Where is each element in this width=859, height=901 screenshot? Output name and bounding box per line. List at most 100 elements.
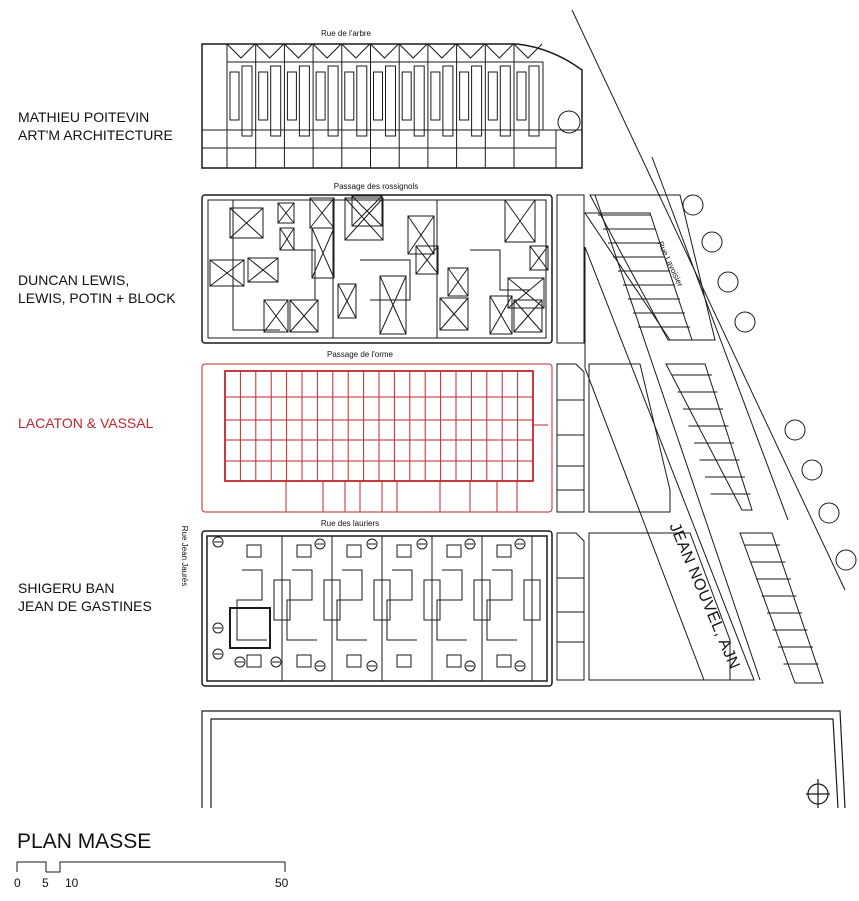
- bay-roof: [255, 43, 285, 59]
- bay-room: [430, 71, 441, 121]
- tree-icon: [701, 231, 723, 253]
- unit-room: [296, 544, 312, 558]
- unit-cross: [289, 299, 319, 333]
- unit-box: [277, 202, 295, 224]
- street-rue-jean-jaures: Rue Jean Jaurès: [180, 526, 189, 586]
- unit-room: [446, 544, 462, 558]
- bay-room: [373, 71, 383, 121]
- tree-icon: [212, 536, 224, 548]
- unit-cross: [209, 259, 245, 287]
- unit-cross: [247, 257, 279, 283]
- tree-icon: [366, 660, 378, 672]
- bay-room: [315, 71, 326, 121]
- street-passage-des-rossignols: Passage des rossignols: [334, 182, 419, 191]
- bay-room: [487, 71, 498, 121]
- bay-room: [270, 65, 282, 137]
- unit-cross: [344, 197, 384, 241]
- unit-cross: [279, 227, 295, 251]
- north-arrow-icon: [806, 779, 830, 808]
- tree-icon: [416, 538, 428, 550]
- unit-room: [246, 654, 262, 668]
- unit-room: [346, 544, 362, 558]
- bay-roof: [312, 43, 342, 59]
- unit-cross: [337, 283, 357, 319]
- tree-icon: [818, 502, 840, 524]
- unit-box: [279, 227, 295, 251]
- unit-box: [447, 267, 469, 297]
- bay-room: [516, 71, 527, 121]
- bay-room: [286, 71, 297, 121]
- unit-cross: [277, 202, 295, 224]
- unit-cross: [379, 275, 407, 335]
- bay-roof: [284, 43, 313, 59]
- unit-plan: [436, 569, 467, 641]
- unit-cross: [415, 245, 439, 275]
- bay-roof: [513, 43, 543, 59]
- bay-room: [229, 71, 240, 121]
- block-bottom: [201, 710, 846, 809]
- architect-poitevin-line2: ART'M ARCHITECTURE: [18, 127, 173, 143]
- tree-icon: [801, 459, 823, 481]
- unit-box: [289, 299, 319, 333]
- unit-plan: [486, 569, 517, 641]
- tree-icon: [314, 660, 326, 672]
- unit-box: [263, 299, 289, 333]
- unit-cross: [513, 299, 543, 333]
- side-column: [556, 194, 585, 681]
- unit-room: [396, 544, 412, 558]
- bay-room: [413, 65, 425, 137]
- unit-box: [344, 197, 384, 241]
- architect-lewis-line1: DUNCAN LEWIS,: [18, 272, 129, 288]
- unit-cross: [447, 267, 469, 297]
- block-lacaton: [201, 363, 553, 513]
- unit-room: [496, 654, 512, 668]
- unit-box: [439, 297, 469, 331]
- bay-roof: [341, 43, 371, 59]
- unit-box: [513, 299, 543, 333]
- unit-room: [446, 654, 462, 668]
- unit-cross: [229, 207, 264, 239]
- scale-label-0: 0: [14, 876, 21, 890]
- bay-room: [356, 65, 368, 137]
- unit-room: [296, 654, 312, 668]
- bay-room: [385, 65, 396, 137]
- unit-cross: [311, 227, 335, 279]
- unit-box: [351, 195, 383, 227]
- tree-icon: [212, 622, 224, 634]
- bay-room: [442, 65, 454, 137]
- unit-plan: [386, 569, 417, 641]
- unit-box: [247, 257, 279, 283]
- bay-roof: [484, 43, 514, 59]
- unit-plan: [286, 569, 317, 641]
- architect-lewis-line2: LEWIS, POTIN + BLOCK: [18, 290, 176, 306]
- unit-box: [504, 199, 536, 243]
- unit-core: [523, 579, 541, 621]
- unit-box: [209, 259, 245, 287]
- block-poitevin: [201, 43, 583, 169]
- tree: [557, 110, 581, 134]
- block-nouvel: [571, 9, 846, 684]
- unit-box: [311, 227, 335, 279]
- architect-lacaton-line1: LACATON & VASSAL: [18, 415, 154, 431]
- tree-icon: [514, 660, 526, 672]
- tree-icon: [682, 194, 704, 216]
- tree-icon: [212, 648, 224, 660]
- bay-room: [471, 65, 483, 137]
- unit-cross: [439, 297, 469, 331]
- unit-room: [346, 654, 362, 668]
- bay-room: [298, 65, 310, 137]
- bay-room: [344, 71, 355, 121]
- bay-room: [499, 65, 511, 137]
- block-lewis: [201, 194, 553, 344]
- unit-box: [379, 275, 407, 335]
- scale-label-50: 50: [275, 876, 289, 890]
- bay-roof: [427, 43, 457, 59]
- bay-room: [401, 71, 412, 121]
- unit-cross: [263, 299, 289, 333]
- unit-box: [415, 245, 439, 275]
- unit-box: [507, 277, 545, 309]
- bay-room: [528, 65, 540, 137]
- unit-cross: [351, 195, 383, 227]
- tree-icon: [234, 656, 246, 668]
